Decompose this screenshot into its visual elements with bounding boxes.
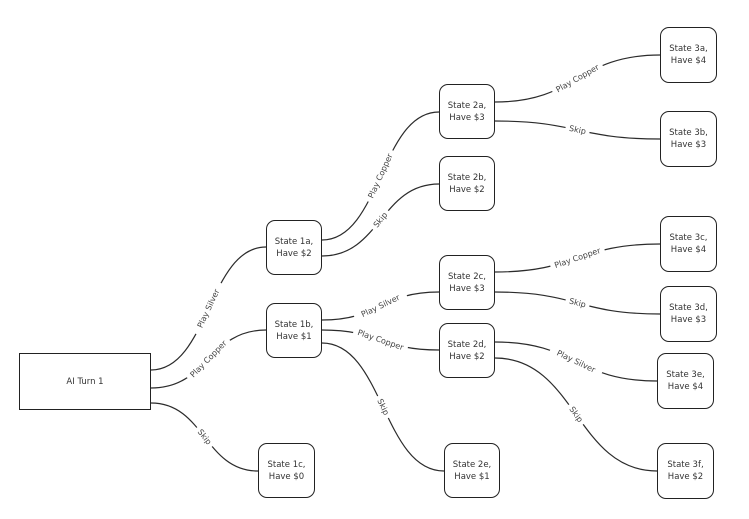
edge-label-s2a-s3a: Play Copper [549,59,606,98]
node-state-2b-money: Have $2 [449,184,485,195]
edge-label-s2c-s3d: Skip [564,294,591,312]
node-state-3f-name: State 3f, [667,460,704,470]
edge-label-background [351,325,410,355]
edge-label-background [547,343,605,380]
edge-label-background [372,393,394,421]
edge-label-background [549,59,606,98]
node-state-2d[interactable]: State 2d, Have $2 [439,323,495,378]
node-state-3c-name: State 3c, [669,233,708,243]
node-state-3a[interactable]: State 3a, Have $4 [660,27,717,83]
edge-label-text: Play Silver [196,287,222,329]
edge-label-root-s1a: Play Silver [191,280,226,337]
edge-label-text: Play Silver [360,293,402,319]
edge-label-s1b-s2d: Play Copper [351,325,410,355]
node-state-3a-name: State 3a, [669,44,708,54]
node-state-1b[interactable]: State 1b, Have $1 [266,303,322,358]
edge-label-s1b-s2e: Skip [372,393,394,421]
node-state-3c-money: Have $4 [670,245,707,255]
edge-label-s1a-s2b: Skip [368,206,393,234]
node-state-2e-money: Have $1 [454,471,490,482]
node-state-1c-name: State 1c, [267,459,306,470]
edge-label-background [368,206,393,234]
node-state-3d-name: State 3d, [669,303,708,313]
edge-label-background [192,423,217,451]
edge-label-text: Skip [568,296,587,309]
node-state-3b-name: State 3b, [669,128,708,138]
node-state-2e[interactable]: State 2e, Have $1 [444,443,500,498]
edge-label-text: Play Copper [188,338,229,379]
node-state-3f[interactable]: State 3f, Have $2 [657,443,714,499]
node-state-3d[interactable]: State 3d, Have $3 [660,286,717,342]
edge-label-root-s1c: Skip [192,423,217,451]
node-state-2a-name: State 2a, [447,100,487,111]
node-state-2c[interactable]: State 2c, Have $3 [439,255,495,310]
edge-label-s2d-s3e: Play Silver [547,343,605,380]
edge-label-s1a-s2a: Play Copper [363,147,398,205]
edge-label-s2d-s3f: Skip [564,401,588,428]
edge-label-s1b-s2c: Play Silver [352,288,409,324]
node-state-2b-name: State 2b, [447,172,487,183]
node-state-2c-money: Have $3 [449,283,485,294]
node-state-2d-name: State 2d, [447,339,487,350]
node-state-1c[interactable]: State 1c, Have $0 [258,443,315,498]
node-state-1a-money: Have $2 [276,248,312,259]
node-state-2a[interactable]: State 2a, Have $3 [439,84,495,139]
node-state-3d-money: Have $3 [670,315,707,325]
edge-label-s2c-s3c: Play Copper [548,243,607,273]
edge-label-text: Play Copper [366,152,394,200]
node-state-3f-money: Have $2 [667,472,704,482]
edge-label-text: Skip [568,124,587,136]
edge-label-s2a-s3b: Skip [564,121,591,139]
node-state-1b-name: State 1b, [274,319,314,330]
node-state-2e-name: State 2e, [452,459,492,470]
edge-label-background [191,280,226,337]
node-ai-turn-1-label: AI Turn 1 [66,376,104,387]
node-state-3e-name: State 3e, [666,370,705,380]
node-state-3e[interactable]: State 3e, Have $4 [657,353,714,409]
edge-label-background [564,121,591,139]
edge-label-text: Play Copper [554,62,601,94]
edge-label-background [564,294,591,312]
edge-label-background [564,401,588,428]
node-state-2d-money: Have $2 [449,351,485,362]
node-state-1a-name: State 1a, [274,236,314,247]
node-state-3a-money: Have $4 [670,56,707,66]
node-state-2c-name: State 2c, [448,271,486,282]
node-state-3c[interactable]: State 3c, Have $4 [660,216,717,272]
node-state-1b-money: Have $1 [276,331,312,342]
node-state-3b[interactable]: State 3b, Have $3 [660,111,717,167]
node-state-1a[interactable]: State 1a, Have $2 [266,220,322,275]
edge-label-background [548,243,607,273]
edge-label-background [184,334,233,384]
node-state-3b-money: Have $3 [670,140,707,150]
node-state-3e-money: Have $4 [667,382,704,392]
node-state-2a-money: Have $3 [449,112,485,123]
edge-label-background [363,147,398,205]
edge-label-background [352,288,409,324]
edge-label-text: Play Silver [555,348,597,375]
node-state-1c-money: Have $0 [268,471,305,482]
node-ai-turn-1[interactable]: AI Turn 1 [19,353,151,410]
node-state-2b[interactable]: State 2b, Have $2 [439,156,495,211]
